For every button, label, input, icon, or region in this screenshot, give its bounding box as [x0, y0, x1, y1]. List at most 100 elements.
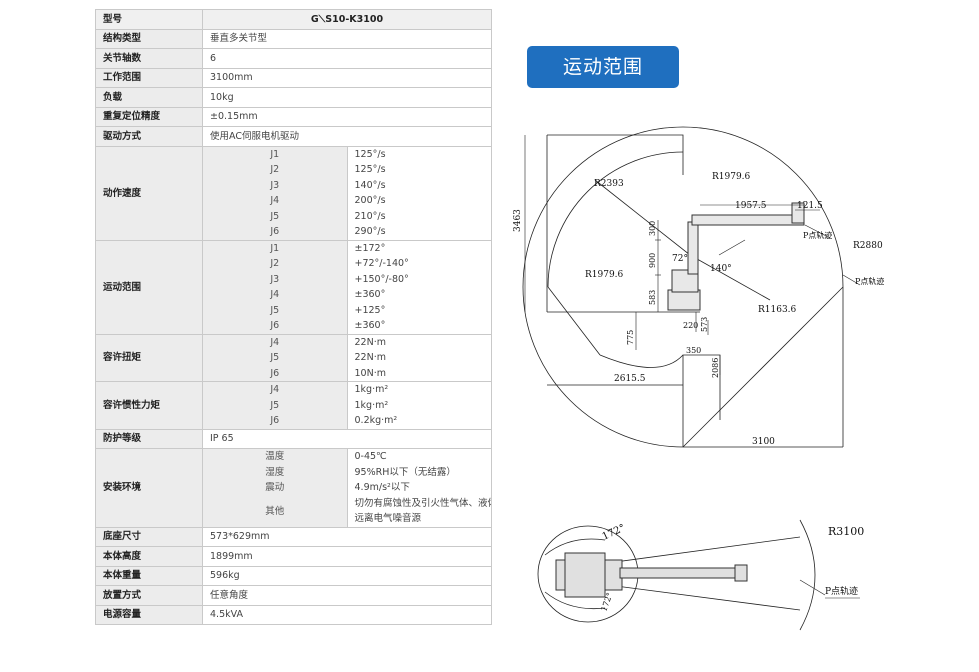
p-track-2-label: P点轨迹: [855, 276, 884, 286]
joint-value: 10N·m: [354, 367, 386, 379]
protection-value: IP 65: [202, 428, 492, 449]
protection-row: 防护等级 IP 65: [95, 428, 492, 449]
environment-keys: 温度 湿度 震动 其他: [202, 448, 348, 528]
spec-label: 结构类型: [95, 28, 203, 49]
d300-label: 300: [648, 221, 657, 236]
d3463-label: 3463: [513, 209, 523, 232]
spec-label: 关节轴数: [95, 48, 203, 69]
env-value: 远离电气噪音源: [354, 513, 422, 524]
spec-value: ±0.15mm: [202, 106, 492, 127]
spec-row: 驱动方式使用AC伺服电机驱动: [95, 126, 492, 147]
d1957-label: 1957.5: [735, 201, 767, 211]
joint-value: ±360°: [354, 289, 386, 300]
d121-label: 121.5: [797, 201, 823, 211]
env-value: 4.9m/s²以下: [354, 482, 410, 493]
joint-name: J5: [270, 352, 280, 363]
a140-label: 140°: [710, 264, 732, 274]
env-key: 其他: [265, 505, 285, 517]
joint-value: 210°/s: [354, 210, 386, 222]
r2393-label: R2393: [594, 179, 624, 189]
joint-name: J2: [270, 164, 280, 175]
spec-value: 使用AC伺服电机驱动: [202, 126, 492, 147]
spec-value: 6: [202, 48, 492, 69]
env-value: 0-45℃: [354, 451, 387, 462]
joint-name: J6: [270, 226, 280, 237]
speed-label: 动作速度: [95, 145, 203, 241]
d573-label: 573: [700, 317, 709, 332]
inertia-label: 容许惯性力矩: [95, 381, 203, 430]
spec-value: 573*629mm: [202, 526, 492, 547]
spec-label: 底座尺寸: [95, 526, 203, 547]
range-values: ±172°+72°/-140°+150°/-80°±360°+125°±360°: [346, 239, 492, 335]
spec-value: 4.5kVA: [202, 604, 492, 625]
spec-label: 放置方式: [95, 585, 203, 606]
environment-group: 安装环境 温度 湿度 震动 其他 0-45℃ 95%RH以下（无结露） 4.9m…: [95, 448, 492, 528]
spec-value: 任意角度: [202, 585, 492, 606]
r1979-left-label: R1979.6: [585, 270, 624, 280]
joint-name: J4: [270, 195, 280, 206]
joint-value: 22N·m: [354, 352, 386, 363]
r1979-top-label: R1979.6: [712, 172, 751, 182]
joint-name: J3: [270, 179, 280, 191]
spec-label: 工作范围: [95, 67, 203, 88]
table-header-row: 型号 G⟍S10-K3100: [95, 9, 492, 30]
a172-bottom-label: 172°: [599, 591, 614, 612]
joint-value: +72°/-140°: [354, 258, 409, 269]
joint-name: J4: [270, 289, 280, 300]
joint-name: J5: [270, 210, 280, 222]
spec-label: 本体高度: [95, 546, 203, 567]
joint-name: J1: [270, 148, 280, 160]
spec-value: 1899mm: [202, 546, 492, 567]
joint-name: J4: [270, 336, 280, 348]
joint-value: 140°/s: [354, 179, 386, 191]
spec-label: 电源容量: [95, 604, 203, 625]
torque-label: 容许扭矩: [95, 333, 203, 382]
env-value: 95%RH以下（无结露）: [354, 466, 456, 478]
a172-top-label: 172°: [601, 523, 627, 543]
spec-row: 结构类型垂直多关节型: [95, 28, 492, 49]
d3100-label: 3100: [752, 437, 775, 447]
p-track-1-label: P点轨迹: [803, 230, 832, 240]
joint-name: J6: [270, 320, 280, 331]
joint-value: 1kg·m²: [354, 384, 389, 395]
environment-label: 安装环境: [95, 448, 203, 528]
joint-name: J5: [270, 304, 280, 316]
d2086-label: 2086: [711, 358, 720, 378]
joint-value: 290°/s: [354, 226, 386, 237]
env-key: 湿度: [265, 466, 285, 478]
p-track-top-label: P点轨迹: [825, 585, 858, 597]
env-value: 切勿有腐蚀性及引火性气体、液体，: [354, 497, 492, 509]
spec-label: 重复定位精度: [95, 106, 203, 127]
spec-row: 放置方式任意角度: [95, 585, 492, 606]
d2615-label: 2615.5: [614, 374, 646, 384]
d775-label: 775: [626, 330, 635, 345]
d900-label: 900: [648, 253, 657, 268]
joint-name: J5: [270, 399, 280, 411]
spec-label: 负载: [95, 87, 203, 108]
model-name: G⟍S10-K3100: [202, 9, 492, 30]
r2880-label: R2880: [853, 241, 883, 251]
joint-value: 125°/s: [354, 164, 386, 175]
joint-name: J6: [270, 415, 280, 426]
range-label: 运动范围: [95, 239, 203, 335]
joint-value: 200°/s: [354, 195, 386, 206]
spec-value: 10kg: [202, 87, 492, 108]
spec-label: 本体重量: [95, 565, 203, 586]
spec-row: 重复定位精度±0.15mm: [95, 106, 492, 127]
env-key: 温度: [265, 451, 285, 462]
joint-value: +125°: [354, 304, 386, 316]
joint-value: 125°/s: [354, 148, 386, 160]
d583-label: 583: [648, 290, 657, 305]
joint-value: +150°/-80°: [354, 273, 409, 285]
joint-value: ±172°: [354, 242, 386, 254]
